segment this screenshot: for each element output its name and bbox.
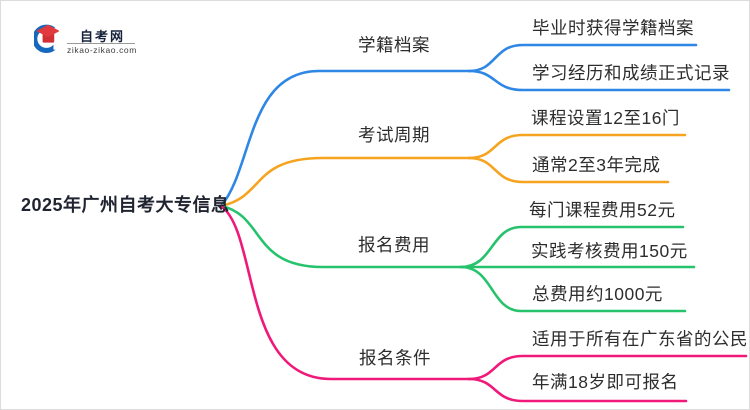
leaf-node: 每门课程费用52元	[529, 200, 676, 220]
leaf-node: 通常2至3年完成	[532, 155, 661, 175]
branch-1-child-1-line	[467, 43, 698, 73]
graduation-cap-icon	[34, 24, 62, 53]
leaf-node: 毕业时获得学籍档案	[532, 18, 694, 38]
site-logo: 自考网 zikao-zikao.com	[33, 13, 163, 57]
logo-site-name: 自考网	[80, 29, 126, 44]
leaf-node: 实践考核费用150元	[531, 241, 688, 261]
branch-4-main-line	[219, 204, 471, 381]
root-node: 2025年广州自考大专信息	[21, 195, 230, 215]
branch-3-label: 报名费用	[358, 235, 430, 255]
branch-1-label: 学籍档案	[358, 35, 430, 55]
branch-2-label: 考试周期	[358, 125, 430, 145]
leaf-node: 课程设置12至16门	[531, 108, 680, 128]
leaf-node: 年满18岁即可报名	[532, 372, 679, 392]
branch-2-child-2-line	[467, 156, 670, 184]
branch-4-child-1-line	[467, 354, 748, 381]
leaf-node: 学习经历和成绩正式记录	[532, 63, 730, 83]
branch-3-child-3-line	[459, 265, 687, 313]
branch-1-child-2-line	[467, 69, 731, 92]
branch-3-child-1-line	[459, 225, 685, 269]
branch-3-main-line	[219, 204, 463, 269]
branch-4-child-2-line	[467, 377, 688, 403]
leaf-node: 适用于所有在广东省的公民	[532, 329, 748, 349]
branch-1-main-line	[219, 69, 471, 208]
branch-2-child-1-line	[467, 133, 687, 160]
branch-2-main-line	[219, 156, 471, 208]
logo-divider	[67, 43, 135, 44]
leaf-node: 总费用约1000元	[532, 284, 663, 304]
logo-site-url: zikao-zikao.com	[67, 45, 137, 55]
branch-4-label: 报名条件	[359, 348, 431, 368]
